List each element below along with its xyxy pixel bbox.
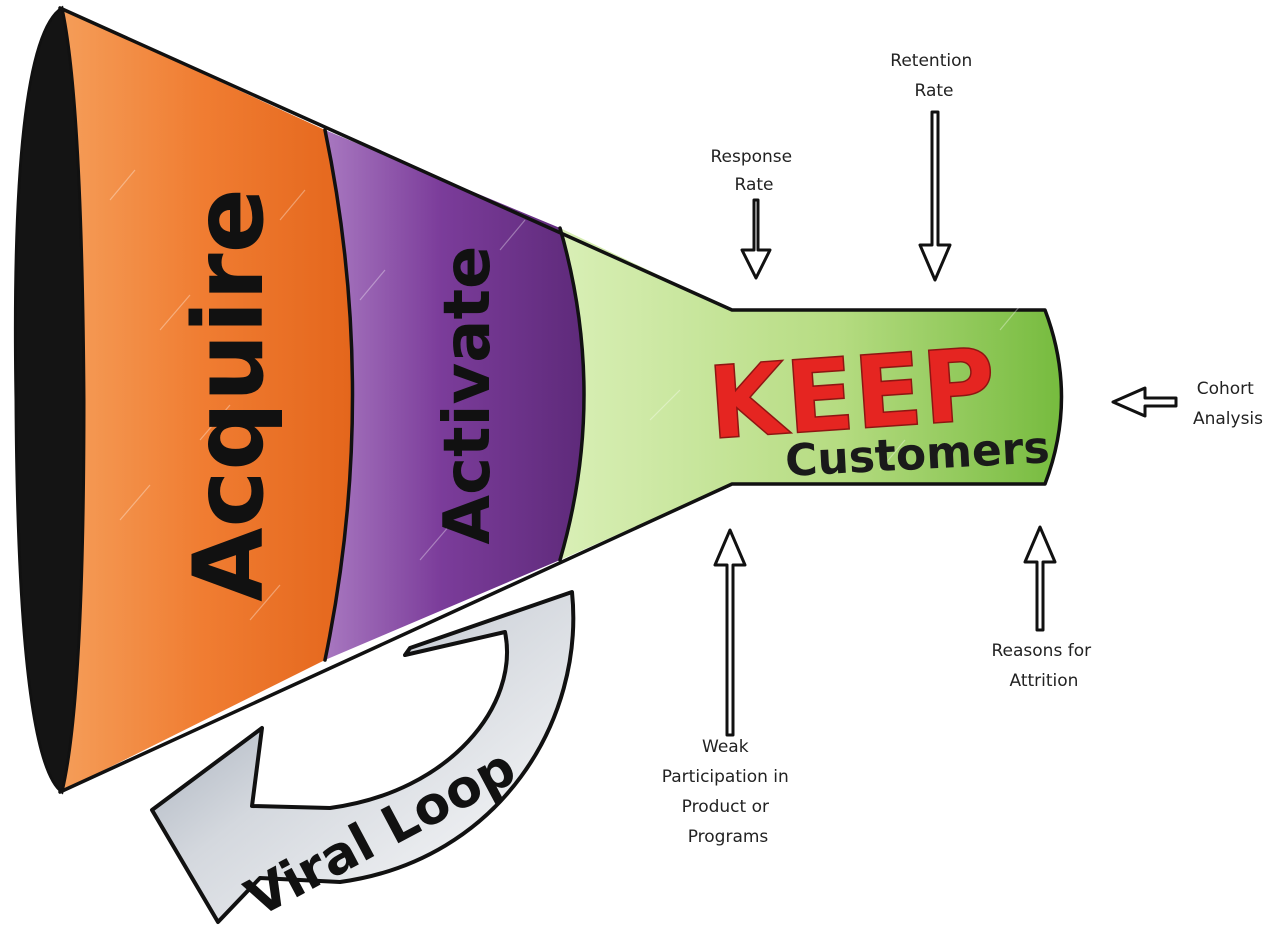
activate-keep-divider	[558, 226, 586, 562]
funnel-mouth	[13, 5, 86, 795]
cohort-analysis-arrow	[1111, 386, 1178, 418]
activate-segment	[325, 130, 584, 660]
note-cohort-analysis: Cohort Analysis	[1193, 379, 1263, 429]
attrition-arrow	[1023, 525, 1057, 632]
response-rate-arrow	[740, 198, 772, 280]
funnel-outline	[58, 6, 1064, 794]
stage-label-acquire: Acquire	[173, 188, 285, 602]
note-response-rate: Response Rate	[710, 147, 797, 195]
stage-label-activate: Activate	[431, 246, 505, 545]
note-retention-rate: Retention Rate	[890, 51, 977, 101]
note-weak-participation: Weak Participation in Product or Program…	[662, 737, 794, 847]
sketch-hatching	[109, 169, 1026, 621]
note-reasons-attrition: Reasons for Attrition	[992, 641, 1097, 691]
weak-participation-arrow	[713, 528, 747, 737]
retention-rate-arrow	[918, 110, 952, 282]
funnel	[13, 5, 1064, 795]
acquire-segment	[50, 8, 353, 792]
acquire-activate-divider	[323, 128, 355, 662]
stage-label-keep: KEEP	[705, 326, 1000, 463]
